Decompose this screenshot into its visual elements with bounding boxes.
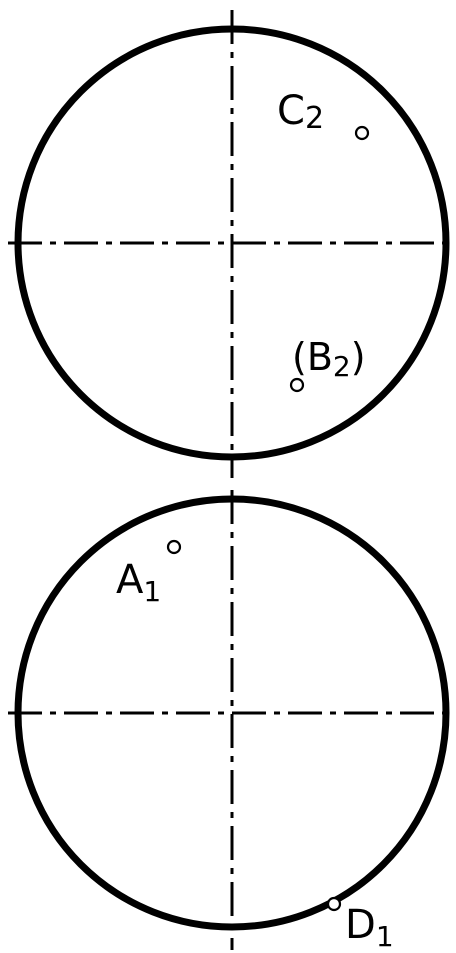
label-a1-letter: A bbox=[116, 557, 144, 603]
label-c2: C2 bbox=[277, 88, 324, 136]
point-c2-marker bbox=[354, 125, 370, 141]
label-c2-subscript: 2 bbox=[305, 101, 324, 136]
point-b2-marker bbox=[289, 377, 305, 393]
label-d1-subscript: 1 bbox=[376, 920, 394, 953]
label-d1-letter: D bbox=[345, 902, 376, 948]
label-a1: A1 bbox=[116, 557, 161, 608]
point-d1-marker bbox=[326, 896, 342, 912]
label-b2-subscript: 2 bbox=[333, 350, 351, 383]
label-b2-open-paren: ( bbox=[292, 335, 307, 379]
label-b2-letter: B bbox=[307, 335, 333, 379]
label-c2-letter: C bbox=[277, 88, 305, 134]
upper-view: C2 (B2) bbox=[8, 10, 454, 478]
point-a1-marker bbox=[166, 539, 182, 555]
label-b2: (B2) bbox=[292, 335, 366, 383]
lower-view: A1 D1 bbox=[8, 490, 454, 953]
label-d1: D1 bbox=[345, 902, 394, 953]
label-a1-subscript: 1 bbox=[143, 575, 161, 608]
label-b2-close-paren: ) bbox=[351, 335, 366, 379]
